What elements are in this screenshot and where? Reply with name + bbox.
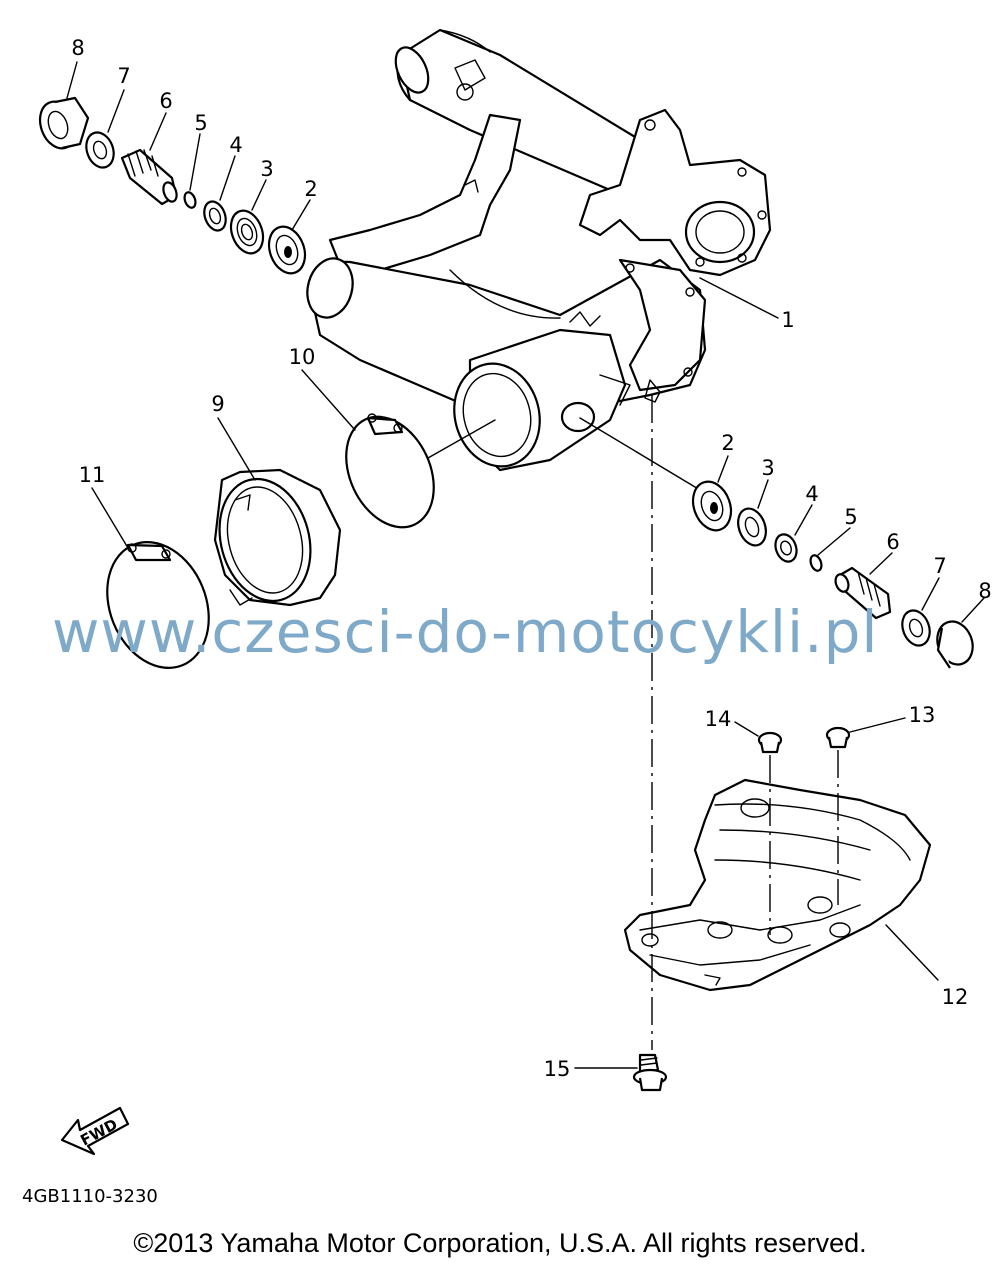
callout-1: 1: [781, 308, 794, 332]
callout-4-right: 4: [805, 482, 818, 506]
callout-2-right: 2: [721, 431, 734, 455]
grommet-14: [757, 731, 783, 754]
oil-seal-left: [229, 209, 265, 255]
pivot-shaft-right: [834, 566, 892, 620]
bearing-left: [267, 225, 307, 275]
skid-plate: [623, 778, 932, 992]
callout-12: 12: [942, 985, 969, 1009]
callout-5-left: 5: [194, 111, 207, 135]
callout-4-left: 4: [229, 133, 242, 157]
callout-8-right: 8: [978, 579, 991, 603]
callout-13: 13: [909, 703, 936, 727]
oil-seal-right: [737, 507, 767, 547]
clamp-11: [106, 541, 210, 669]
clamp-10: [345, 413, 435, 529]
callout-3-left: 3: [260, 157, 273, 181]
o-ring-left: [183, 191, 197, 209]
callout-3-right: 3: [761, 456, 774, 480]
bearing-right: [691, 480, 733, 532]
callout-6-right: 6: [886, 530, 899, 554]
reference-code: 4GB1110-3230: [22, 1186, 158, 1207]
collar-left: [203, 200, 227, 232]
pivot-shaft-left: [120, 148, 178, 206]
bolt-15: [632, 1053, 668, 1092]
o-ring-right: [809, 554, 823, 572]
callout-labels: 8 7 6 5 4 3 2 1 10 9 11 2 3 4 5 6 7 8 14…: [71, 36, 991, 1081]
leader-lines: [66, 61, 985, 1069]
callout-7-right: 7: [933, 554, 946, 578]
grommet-13: [825, 726, 851, 749]
dust-cap-right: [936, 620, 974, 669]
callout-7-left: 7: [117, 64, 130, 88]
fwd-arrow-icon: FWD: [60, 1106, 130, 1156]
alignment-lines: [651, 395, 839, 1050]
nut-left: [85, 131, 115, 169]
callout-10: 10: [289, 345, 316, 369]
swingarm: [306, 28, 772, 472]
copyright-notice: ©2013 Yamaha Motor Corporation, U.S.A. A…: [133, 1228, 867, 1258]
callout-5-right: 5: [844, 505, 857, 529]
callout-2-left: 2: [304, 177, 317, 201]
callout-15: 15: [544, 1057, 571, 1081]
nut-right: [901, 609, 931, 647]
dust-cap-left: [38, 96, 90, 150]
watermark: www.czesci-do-motocykli.pl: [52, 598, 879, 666]
collar-right: [774, 533, 798, 563]
callout-6-left: 6: [159, 89, 172, 113]
callout-14: 14: [705, 707, 732, 731]
callout-11: 11: [79, 463, 106, 487]
callout-8-left: 8: [71, 36, 84, 60]
callout-9: 9: [211, 392, 224, 416]
boot-9: [213, 468, 342, 607]
